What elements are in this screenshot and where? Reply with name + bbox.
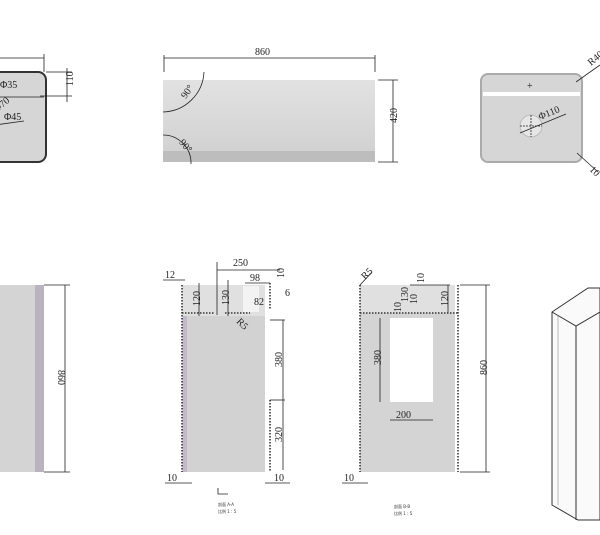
dim-860-b: 860 xyxy=(479,360,490,375)
dim-130: 130 xyxy=(221,290,232,305)
caption-scale-b: 比例 1 : 5 xyxy=(394,510,413,516)
dim-10-b-b: 10 xyxy=(409,294,420,304)
section-b-b: R5 10 130 10 10 120 380 200 860 10 剖面 B-… xyxy=(342,266,490,516)
dim-380: 380 xyxy=(274,352,285,367)
section-a-a: 250 12 98 10 6 82 120 130 R5 380 320 10 … xyxy=(163,258,290,514)
isometric-view xyxy=(551,287,600,521)
caption-section-a: 剖面 A-A xyxy=(218,501,234,507)
dim-380-b: 380 xyxy=(373,350,384,365)
dim-phi35: Φ35 xyxy=(0,80,17,91)
dim-250-text: 250 xyxy=(233,258,248,269)
plan-view-right: + Φ110 R40 10 xyxy=(480,49,600,179)
dim-10-edge: 10 xyxy=(587,164,600,179)
dim-6: 6 xyxy=(285,288,290,299)
side-view: 860 xyxy=(0,284,70,473)
dim-98: 98 xyxy=(250,273,260,284)
dim-120-b: 120 xyxy=(440,291,451,306)
dim-120: 120 xyxy=(192,291,203,306)
dim-200-b: 200 xyxy=(396,410,411,421)
dim-10-bottom-left: 10 xyxy=(167,473,177,484)
dim-10-b-top: 10 xyxy=(416,273,427,283)
dim-phi45: Φ45 xyxy=(4,112,21,123)
dim-110: 110 xyxy=(65,71,76,86)
dim-420-height: 420 xyxy=(389,108,400,123)
plan-view-left: Φ35 Φ70 Φ45 110 xyxy=(0,54,76,163)
dim-10-b-bottom: 10 xyxy=(344,473,354,484)
caption-scale-a: 比例 1 : 5 xyxy=(218,508,237,514)
dim-130-b: 130 xyxy=(400,287,411,302)
dim-12: 12 xyxy=(165,270,175,281)
dim-860-width: 860 xyxy=(255,47,270,58)
dim-r5-b: R5 xyxy=(359,266,375,282)
dim-r40: R40 xyxy=(586,49,600,68)
dim-320: 320 xyxy=(274,427,285,442)
center-mark: + xyxy=(527,81,533,92)
front-top-view: 860 420 90° 90° xyxy=(162,47,400,165)
dim-10-top: 10 xyxy=(276,268,287,278)
dim-10-b-a: 10 xyxy=(393,302,404,312)
dim-10-bottom-right: 10 xyxy=(274,473,284,484)
dim-860-side: 860 xyxy=(55,370,66,385)
caption-section-b: 剖面 B-B xyxy=(394,503,410,509)
dim-82: 82 xyxy=(254,297,264,308)
